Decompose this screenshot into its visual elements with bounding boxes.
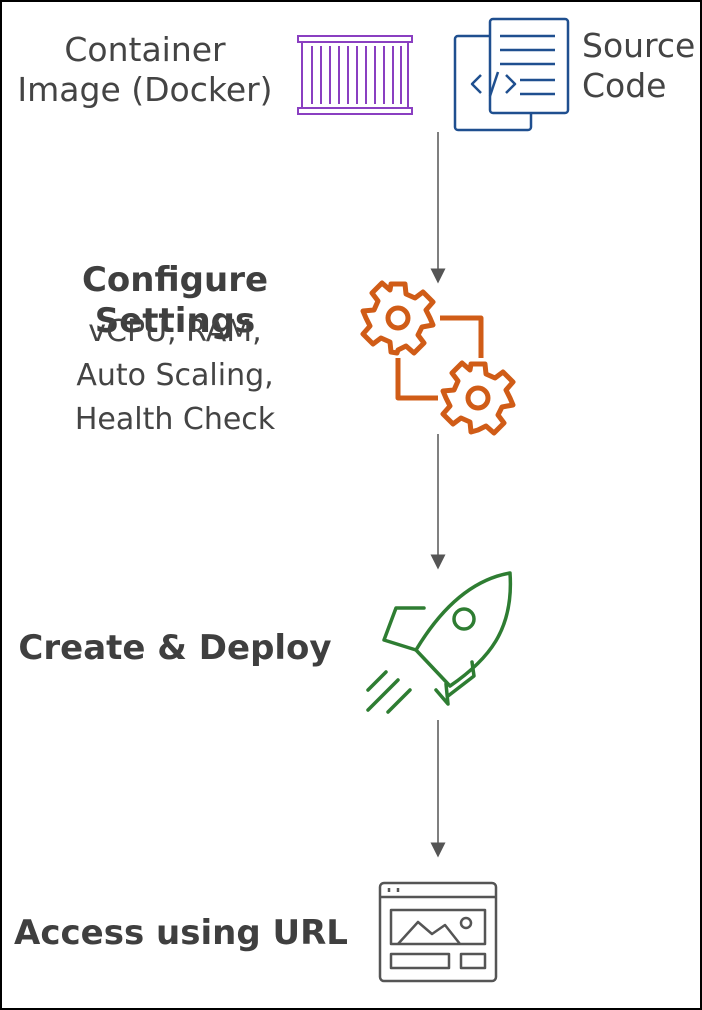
access-url-title: Access using URL (14, 913, 348, 953)
browser-window-icon (378, 881, 498, 983)
configure-detail-line: vCPU, RAM, (88, 314, 262, 349)
configure-settings-title: Configure Settings (81, 260, 269, 341)
container-image-label-line-1: Container (64, 30, 226, 69)
settings-gears-icon (360, 280, 516, 436)
configure-detail-line: Health Check (74, 402, 276, 438)
source-code-icon (453, 17, 570, 132)
configure-settings-details: vCPU, RAM, Auto Scaling, Health Check (0, 310, 350, 442)
source-code-label-line-1: Source (582, 26, 696, 65)
create-deploy-title: Create & Deploy (18, 628, 332, 668)
container-image-label: Container Image (Docker) (0, 30, 290, 109)
source-code-label: Source Code (582, 26, 702, 105)
source-code-label-line-2: Code (582, 65, 667, 105)
configure-detail-line: Auto Scaling, (76, 358, 274, 394)
container-icon (297, 35, 413, 115)
rocket-icon (366, 571, 513, 714)
container-image-label-line-2: Image (Docker) (17, 69, 273, 109)
